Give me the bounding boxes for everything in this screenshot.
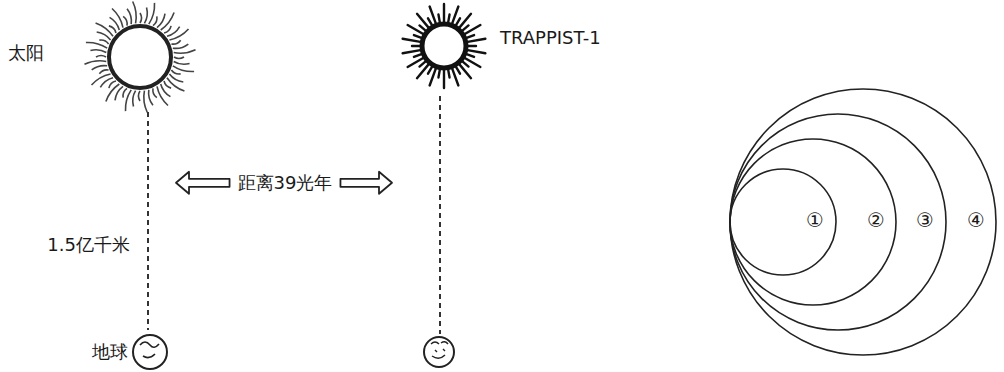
circle-region: ① — [729, 168, 837, 276]
planet-symbol — [424, 337, 454, 367]
sun-rays — [84, 1, 195, 112]
distance-label: 1.5亿千米 — [47, 234, 130, 256]
circle-region: ③②① — [729, 113, 947, 331]
circle-region: ④③②① — [729, 88, 997, 356]
callout-number: ④ — [967, 210, 985, 230]
callout-number: ② — [867, 210, 885, 230]
earth-label: 地球 — [92, 341, 128, 363]
circle-region: ②① — [729, 138, 897, 306]
earth-symbol — [133, 335, 167, 369]
callout-number: ① — [806, 210, 824, 230]
distance-arrows — [176, 172, 392, 194]
sun-symbol — [109, 26, 171, 88]
distance-label: 距离39光年 — [235, 172, 336, 194]
star-label: TRAPPIST-1 — [500, 27, 601, 49]
dashed-line — [147, 112, 149, 330]
circle-outline — [729, 88, 997, 356]
star-symbol — [422, 24, 466, 68]
dashed-line — [439, 96, 441, 334]
star-rays — [403, 4, 486, 88]
callout-number: ③ — [916, 210, 934, 230]
circle-outline — [729, 113, 947, 331]
sun-label: 太阳 — [8, 42, 44, 64]
